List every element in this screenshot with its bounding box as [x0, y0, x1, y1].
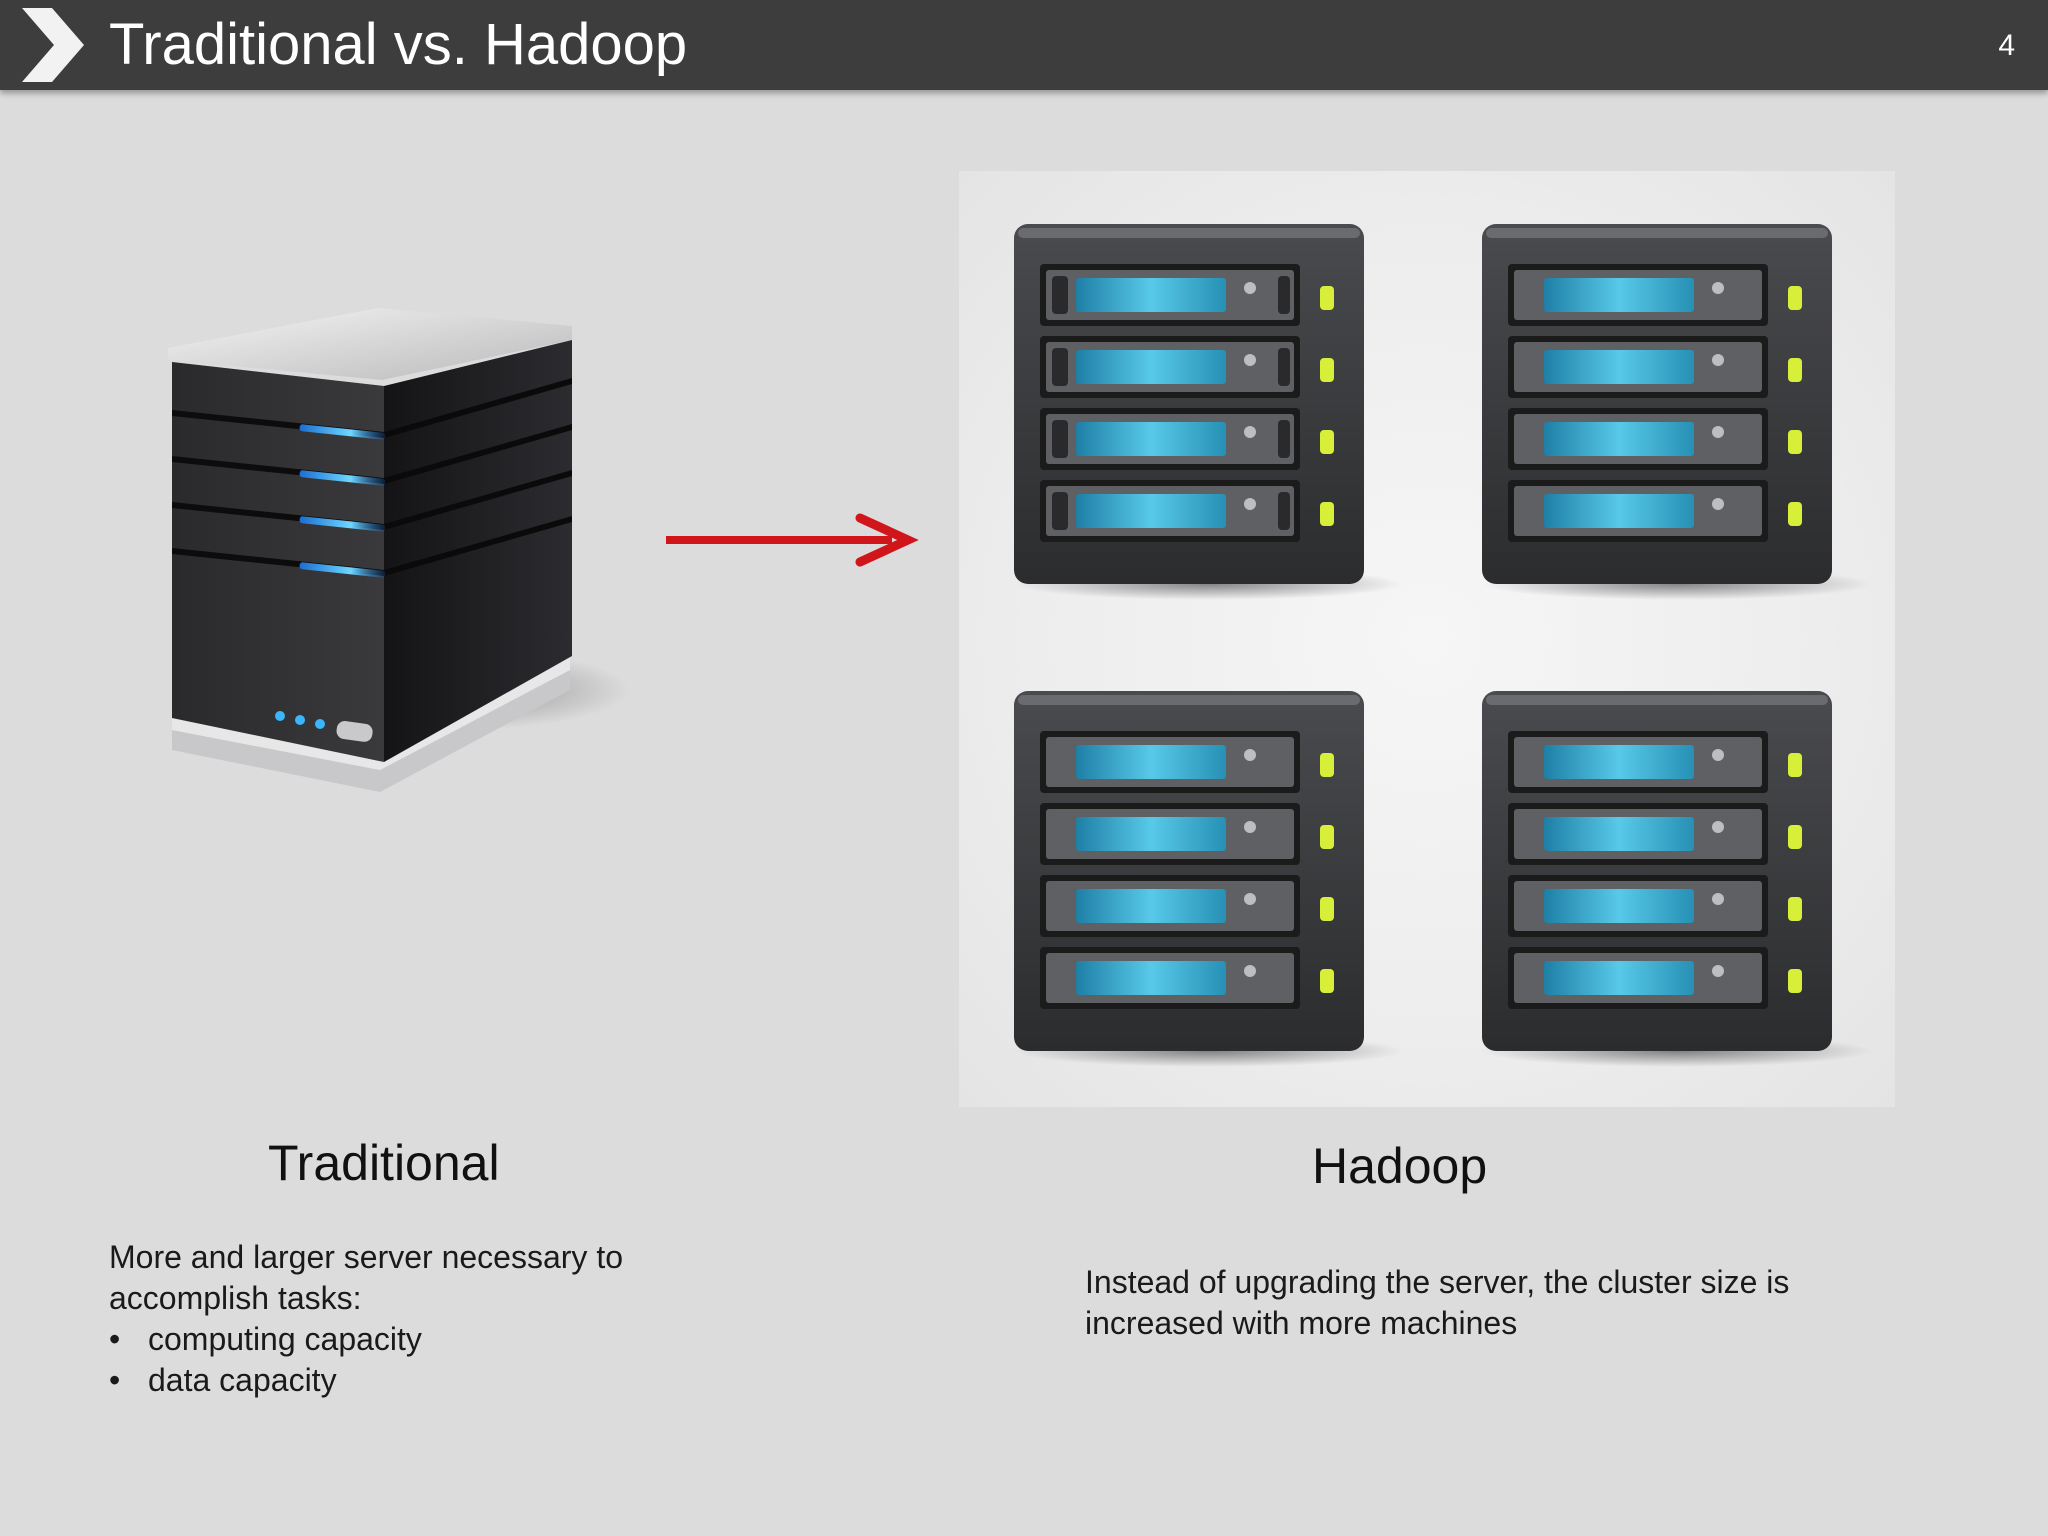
- list-item: • data capacity: [109, 1360, 729, 1401]
- list-item: • computing capacity: [109, 1319, 729, 1360]
- server-tower-icon: [168, 308, 630, 792]
- server-rack-icon: [1482, 691, 1872, 1067]
- arrow-right-icon: [666, 513, 919, 567]
- server-rack-icon: [1014, 224, 1404, 600]
- traditional-bullet-list: • computing capacity • data capacity: [109, 1319, 729, 1401]
- page-number: 4: [1998, 29, 2015, 62]
- slide-header: Traditional vs. Hadoop 4: [0, 0, 2048, 90]
- chevron-right-icon: [22, 8, 84, 82]
- hadoop-description: Instead of upgrading the server, the clu…: [1085, 1264, 1790, 1341]
- bullet-icon: •: [109, 1321, 121, 1357]
- bullet-text: computing capacity: [148, 1321, 422, 1357]
- traditional-description: More and larger server necessary to acco…: [109, 1237, 729, 1401]
- bullet-text: data capacity: [148, 1362, 337, 1398]
- server-rack-icon: [1482, 224, 1872, 600]
- hadoop-caption: Hadoop: [1312, 1138, 1488, 1194]
- bullet-icon: •: [109, 1362, 121, 1398]
- traditional-intro: More and larger server necessary to acco…: [109, 1239, 623, 1316]
- traditional-caption: Traditional: [268, 1135, 500, 1191]
- slide-title: Traditional vs. Hadoop: [109, 12, 688, 77]
- hadoop-cluster-image: [959, 171, 1895, 1107]
- server-rack-icon: [1014, 691, 1404, 1067]
